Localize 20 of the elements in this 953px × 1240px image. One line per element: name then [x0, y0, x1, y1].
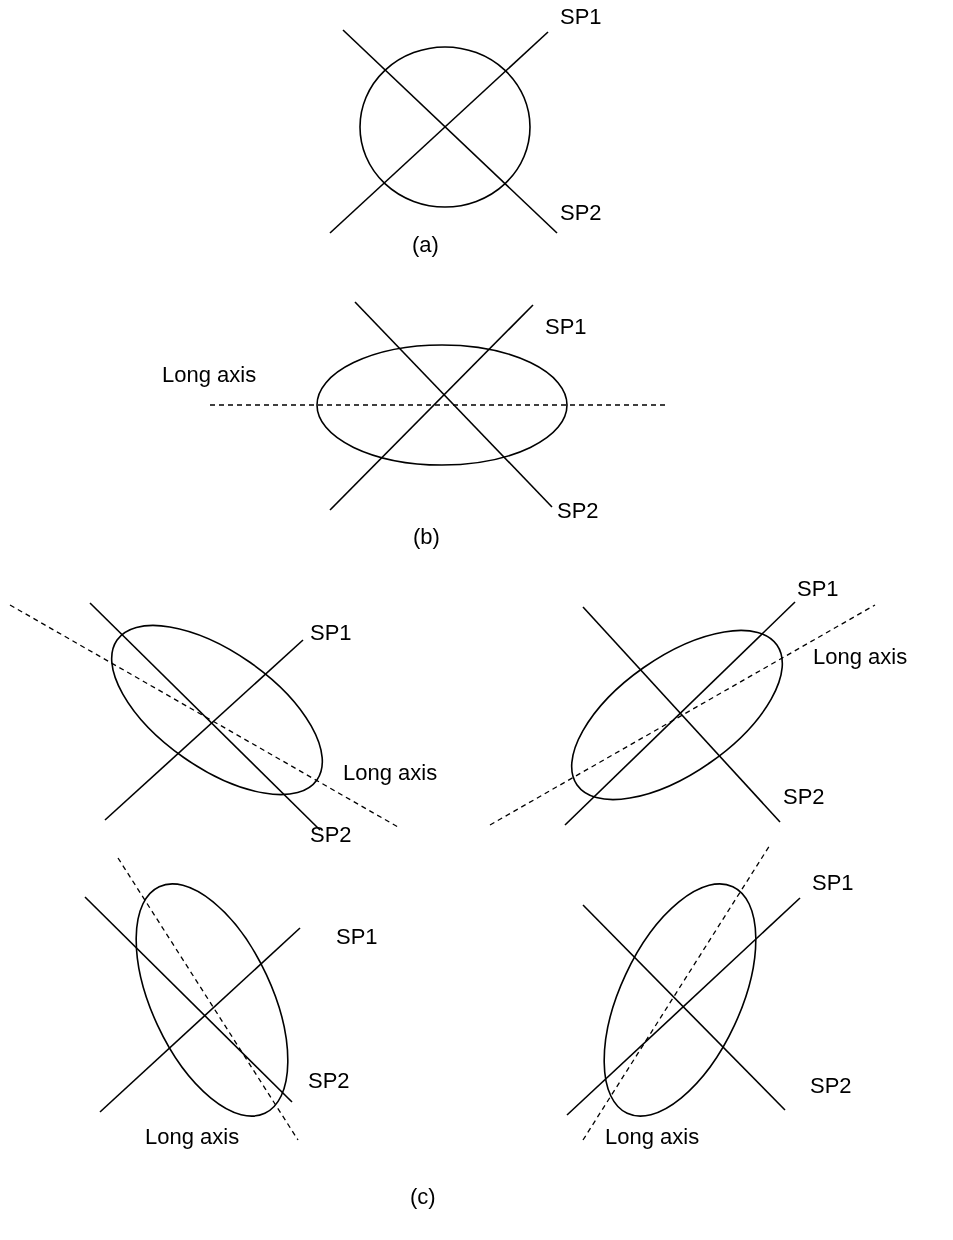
line-label: SP1 — [310, 622, 352, 644]
line-label: SP2 — [783, 786, 825, 808]
axis-label: Long axis — [145, 1126, 240, 1148]
line-label: SP1 — [545, 316, 587, 338]
panel-label: (b) — [413, 526, 440, 548]
panel-label: (c) — [410, 1186, 436, 1208]
axis-label: Long axis — [605, 1126, 700, 1148]
axis-label: Long axis — [343, 762, 438, 784]
line-label: SP2 — [557, 500, 599, 522]
panel-label: (a) — [412, 234, 439, 256]
line-label: SP1 — [797, 578, 839, 600]
line-label: SP1 — [812, 872, 854, 894]
line-label: SP1 — [560, 6, 602, 28]
line-label: SP2 — [308, 1070, 350, 1092]
line-label: SP2 — [810, 1075, 852, 1097]
line-label: SP2 — [310, 824, 352, 846]
axis-label: Long axis — [162, 364, 257, 386]
line-label: SP1 — [336, 926, 378, 948]
axis-label: Long axis — [813, 646, 908, 668]
line-label: SP2 — [560, 202, 602, 224]
